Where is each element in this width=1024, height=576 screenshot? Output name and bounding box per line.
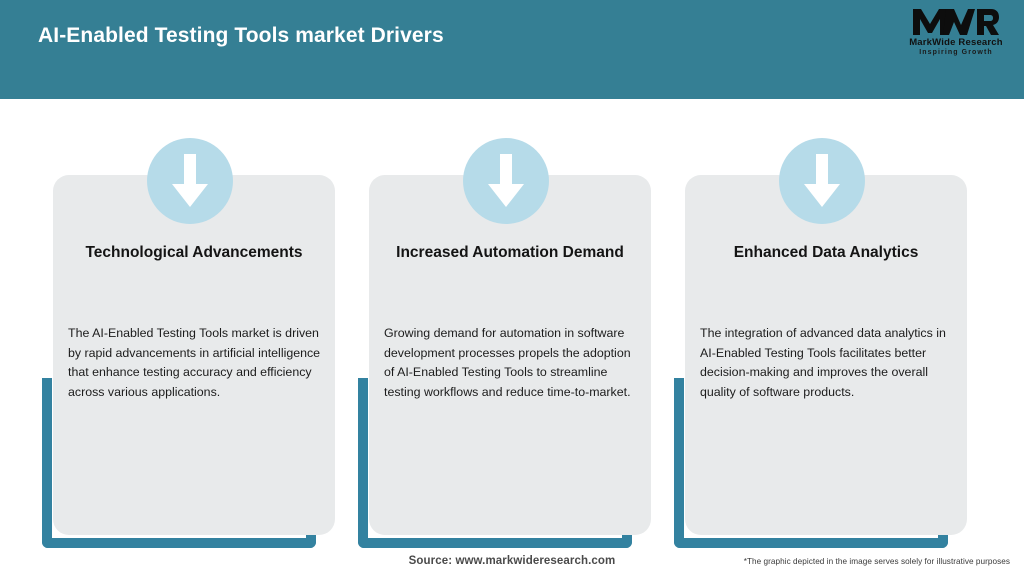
arrow-down-icon: [463, 138, 549, 224]
arrow-down-icon: [147, 138, 233, 224]
logo-tagline: Inspiring Growth: [919, 49, 993, 56]
header-bar: [0, 0, 1024, 99]
card-panel: [369, 175, 651, 535]
company-logo: MarkWide Research Inspiring Growth: [902, 8, 1010, 60]
card-panel: [685, 175, 967, 535]
source-note: Source: www.markwideresearch.com: [408, 555, 616, 567]
drivers-card-group: Technological Advancements The AI-Enable…: [0, 99, 1024, 549]
card-body-text: Growing demand for automation in softwar…: [384, 326, 631, 399]
driver-card-1: Technological Advancements The AI-Enable…: [42, 99, 358, 549]
card-title: Enhanced Data Analytics: [733, 244, 919, 261]
driver-card-2: Increased Automation Demand Growing dema…: [358, 99, 674, 549]
card-body-text: The AI-Enabled Testing Tools market is d…: [68, 326, 321, 399]
arrow-down-icon: [779, 138, 865, 224]
mwr-monogram-icon: [902, 8, 1010, 36]
card-title: Increased Automation Demand: [396, 244, 624, 261]
page-title: AI-Enabled Testing Tools market Drivers: [38, 24, 444, 47]
card-title: Technological Advancements: [85, 244, 303, 261]
logo-company-name: MarkWide Research: [909, 37, 1003, 48]
card-body-text: The integration of advanced data analyti…: [700, 326, 946, 399]
card-panel: [53, 175, 335, 535]
driver-card-3: Enhanced Data Analytics The integration …: [674, 99, 990, 549]
disclaimer-note: *The graphic depicted in the image serve…: [743, 557, 1010, 566]
